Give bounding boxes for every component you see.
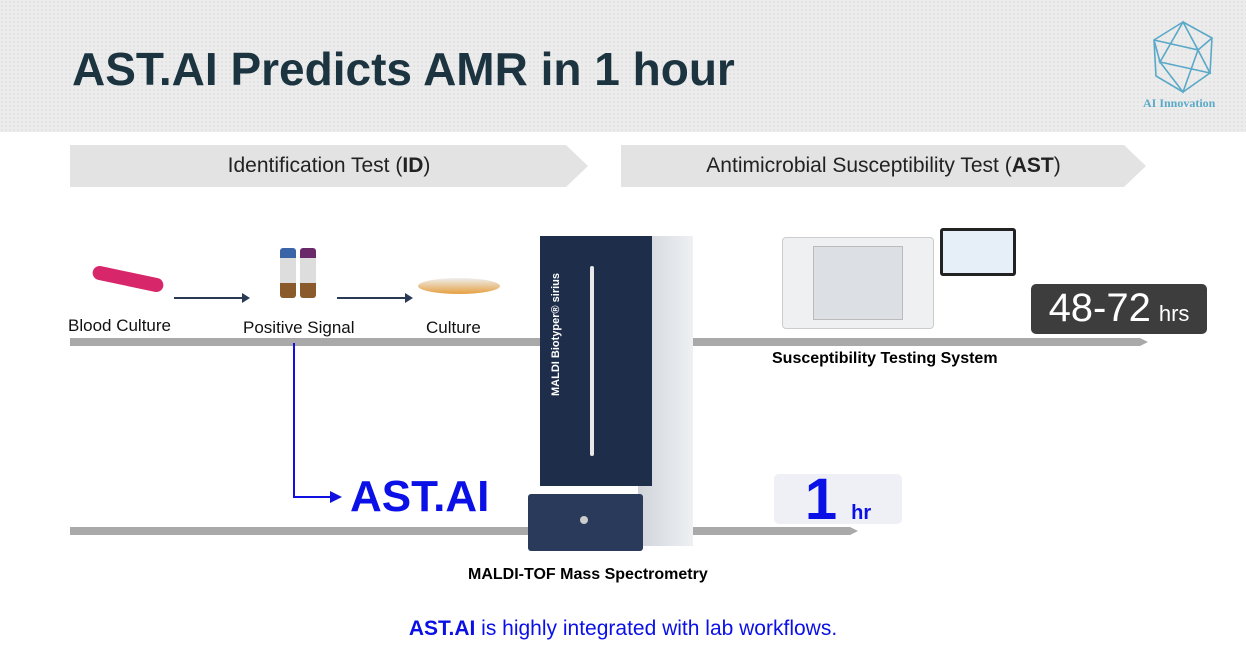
id-test-banner: Identification Test (ID) xyxy=(70,145,588,187)
susceptibility-caption: Susceptibility Testing System xyxy=(772,350,998,367)
logo-text: AI Innovation xyxy=(1143,96,1216,110)
header xyxy=(0,0,1246,132)
footer-statement: AST.AI is highly integrated with lab wor… xyxy=(408,617,838,640)
susceptibility-instrument xyxy=(782,237,934,329)
arrow-icon xyxy=(174,293,250,303)
astai-label: AST.AI xyxy=(350,472,490,521)
polyhedron-icon xyxy=(1153,20,1213,94)
arrowhead-icon xyxy=(330,491,342,503)
arrow-icon xyxy=(337,293,413,303)
ai-innovation-logo xyxy=(1148,18,1218,101)
astai-path-line xyxy=(293,343,295,498)
instrument-brand: MALDI Biotyper® sirius xyxy=(550,272,562,396)
culture-bottles-icon xyxy=(280,248,316,298)
astai-path-arrow xyxy=(293,496,333,498)
ast-banner: Antimicrobial Susceptibility Test (AST) xyxy=(621,145,1146,187)
step-positive-signal: Positive Signal xyxy=(243,318,355,337)
astai-timeline xyxy=(70,527,858,535)
step-culture: Culture xyxy=(426,318,481,337)
lock-icon xyxy=(580,516,588,524)
slide-title: AST.AI Predicts AMR in 1 hour xyxy=(72,43,735,95)
maldi-caption: MALDI-TOF Mass Spectrometry xyxy=(468,566,708,583)
touchscreen-icon xyxy=(940,228,1016,276)
blood-culture-tube-icon xyxy=(91,264,165,294)
step-blood-culture: Blood Culture xyxy=(68,316,172,335)
maldi-biotyper-instrument: MALDI Biotyper® sirius xyxy=(528,236,693,551)
culture-plate-icon xyxy=(418,278,500,294)
